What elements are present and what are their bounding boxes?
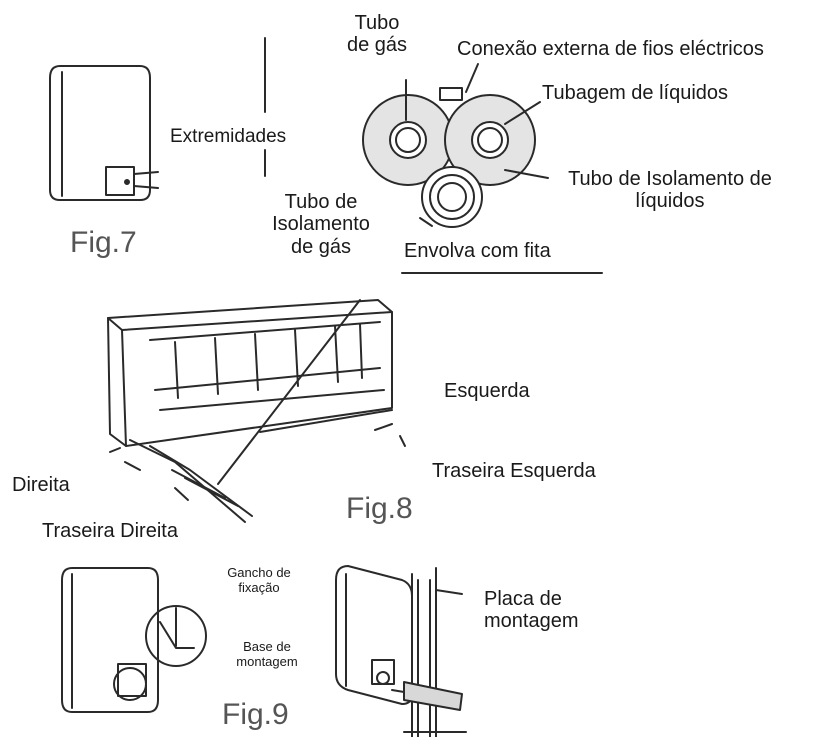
label-line: Tubo de Isolamento de: [568, 168, 772, 190]
pipe-cross-section-drawing: [363, 64, 548, 227]
label-line: líquidos: [635, 190, 705, 213]
fig9-wall-drawing: [336, 566, 466, 737]
label-tubagem-liquidos: Tubagem de líquidos: [542, 82, 729, 104]
label-isolamento-liquidos: Tubo de Isolamento de líquidos: [550, 168, 790, 213]
label-conexao-externa: Conexão externa de fios eléctricos: [457, 38, 764, 60]
fig9-unit-drawing: [62, 568, 206, 712]
label-line: Isolamento: [272, 213, 370, 236]
fig7-unit-drawing: [50, 66, 158, 200]
label-traseira-direita: Traseira Direita: [42, 520, 178, 542]
label-line: fixação: [238, 579, 280, 595]
label-placa-montagem: Placa de montagem: [484, 588, 579, 633]
figure-label-fig8: Fig.8: [346, 492, 413, 525]
label-line: montagem: [484, 610, 579, 633]
label-line: de gás: [290, 235, 352, 258]
label-base-montagem: Base de montagem: [226, 640, 308, 672]
label-line: Base de: [243, 640, 291, 654]
label-line: Placa de: [484, 588, 562, 610]
label-line: Gancho de: [227, 565, 291, 580]
fig8-unit-drawing: [108, 300, 405, 522]
label-line: montagem: [236, 653, 298, 669]
label-envolva-com-fita: Envolva com fita: [404, 240, 551, 262]
figure-label-fig7: Fig.7: [70, 226, 137, 259]
label-line: de gás: [346, 34, 408, 57]
label-esquerda: Esquerda: [444, 380, 530, 402]
label-traseira-esquerda: Traseira Esquerda: [432, 460, 596, 482]
label-tubo-gas: Tubo de gás: [342, 12, 412, 57]
label-gancho-fixacao: Gancho de fixação: [218, 565, 300, 595]
label-isolamento-gas: Tubo de Isolamento de gás: [258, 191, 384, 258]
label-direita: Direita: [12, 474, 70, 496]
label-extremidades: Extremidades: [170, 126, 287, 147]
label-line: Tubo de: [284, 191, 358, 213]
figure-label-fig9: Fig.9: [222, 698, 289, 731]
label-line: Tubo: [354, 12, 400, 34]
